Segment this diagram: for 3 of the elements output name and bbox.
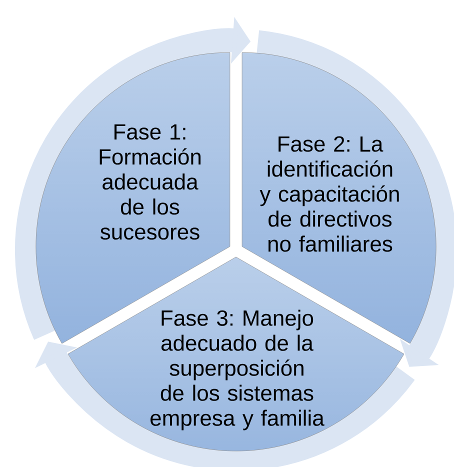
circular-arrow (34, 342, 414, 467)
circular-arrow (256, 30, 454, 367)
pie-sector: Fase 3: Manejo adecuado de la superposición de los sistemas empresa y familia (68, 256, 404, 452)
